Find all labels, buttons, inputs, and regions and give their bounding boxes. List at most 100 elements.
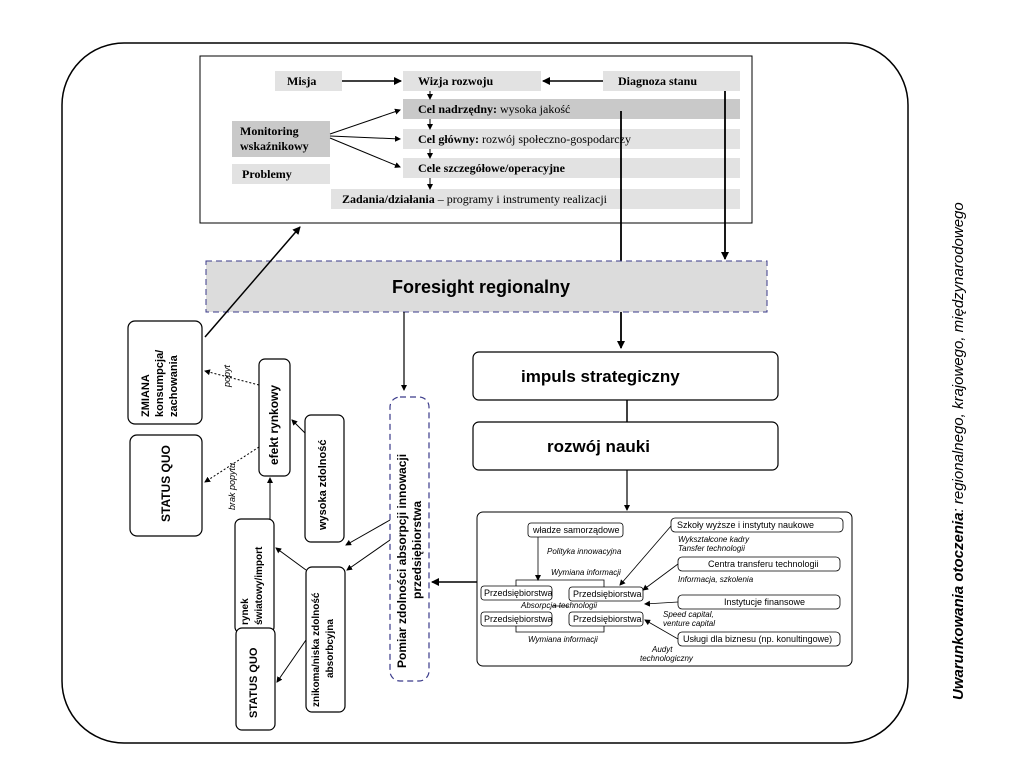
- przeds3-label: Przedsiębiorstwa: [484, 614, 553, 624]
- status-quo-top-box: [129, 434, 203, 537]
- wymiana-top-label: Wymiana informacji: [551, 568, 621, 577]
- cel-nadrzedny-rest: wysoka jakość: [497, 102, 571, 116]
- audyt-label-2: technologiczny: [640, 654, 693, 663]
- monitoring-label-2: wskaźnikowy: [240, 139, 309, 153]
- szkoly-box: [670, 517, 844, 533]
- przeds4-box: [568, 611, 644, 627]
- arrow-efekt-zmiana: [204, 369, 260, 386]
- outer-frame: [61, 42, 909, 744]
- instytucje-label: Instytucje finansowe: [724, 597, 806, 607]
- wladze-box: [527, 522, 624, 538]
- polityka-label: Polityka innowacyjna: [547, 547, 622, 556]
- wymiana-bottom-label: Wymiana informacji: [528, 635, 598, 644]
- przeds-connector: [515, 579, 605, 587]
- cel-nadrzedny-bold: Cel nadrzędny:: [418, 102, 497, 116]
- problemy-label: Problemy: [242, 167, 292, 181]
- diagnoza-bg: [603, 71, 740, 91]
- zadania-bg: [331, 189, 740, 209]
- uslugi-label: Usługi dla biznesu (np. konultingowe): [683, 634, 833, 644]
- nauka-box: [472, 421, 779, 471]
- arrow-znikoma-rynek: [275, 547, 307, 571]
- cel-glowny-bg: [403, 129, 740, 149]
- brak-popytu-label: brak popytu: [227, 462, 237, 510]
- speed-label-2: venture capital: [663, 619, 716, 628]
- wladze-label: władze samorządowe: [533, 525, 620, 535]
- znikoma-label-1: znikoma/niska zdolność: [311, 592, 322, 707]
- cel-nadrzedny-bg: [403, 99, 740, 119]
- status-quo-bottom-label: STATUS QUO: [248, 647, 260, 718]
- status-quo-top-label: STATUS QUO: [159, 445, 173, 522]
- szkoly-label: Szkoły wyższe i instytuty naukowe: [677, 520, 815, 530]
- pomiar-label-2: przedsiębiorstwa: [410, 500, 424, 599]
- cele-szczegolowe-bg: [403, 158, 740, 178]
- cel-nadrzedny-label: Cel nadrzędny: wysoka jakość: [418, 103, 570, 115]
- diagnoza-label: Diagnoza stanu: [618, 74, 698, 88]
- foresight-label: Foresight regionalny: [392, 277, 571, 297]
- znikoma-label-2: absorbcyjna: [325, 619, 336, 678]
- cel-glowny-rest: rozwój społeczno-gospodarczy: [479, 132, 631, 146]
- zmiana-label-3: zachowania: [168, 355, 180, 417]
- rynek-label-2: światowy/import: [254, 546, 265, 625]
- przeds1-box: [480, 585, 553, 601]
- arrow-znikoma-statusquo: [276, 639, 307, 683]
- impuls-box: [472, 351, 779, 401]
- przeds4-label: Przedsiębiorstwa: [573, 614, 642, 624]
- cele-szczegolowe-label: Cele szczegółowe/operacyjne: [418, 161, 565, 175]
- arrow-pomiar-wysoka: [345, 519, 391, 546]
- przeds2-label: Przedsiębiorstwa: [573, 589, 642, 599]
- problemy-bg: [232, 164, 330, 184]
- arrow-efekt-statusquo: [204, 446, 260, 483]
- znikoma-box: [305, 566, 346, 713]
- centra-label: Centra transferu technologii: [708, 559, 819, 569]
- wizja-label: Wizja rozwoju: [418, 74, 494, 88]
- arrow-zmiana-planning: [204, 226, 301, 338]
- wizja-bg: [403, 71, 541, 91]
- przeds1-label: Przedsiębiorstwa: [484, 588, 553, 598]
- monitoring-label-1: Monitoring: [240, 124, 299, 138]
- kadry-label-1: Wykształcone kadry: [678, 535, 750, 544]
- przeds3-box: [480, 611, 553, 627]
- informacja-label: Informacja, szkolenia: [678, 575, 754, 584]
- pomiar-box: [389, 396, 430, 682]
- pomiar-label-1: Pomiar zdolności absorpcji innowacji: [395, 453, 409, 668]
- zadania-bold: Zadania/działania: [342, 192, 435, 206]
- arrow-wysoka-efekt: [291, 419, 306, 434]
- cel-glowny-label: Cel główny: rozwój społeczno-gospodarczy: [418, 133, 631, 145]
- zmiana-label-2: konsumpcja/: [154, 349, 166, 417]
- popyt-label: popyt: [222, 364, 232, 387]
- rynek-label-1: rynek: [240, 598, 251, 625]
- arrow-monitoring-3: [329, 137, 401, 168]
- arrow-szkoly-przeds: [619, 525, 672, 586]
- side-caption-rest: : regionalnego, krajowego, międzynarodow…: [950, 202, 967, 513]
- przeds2-box: [568, 586, 644, 602]
- impuls-label: impuls strategiczny: [521, 367, 680, 386]
- foresight-band: [205, 260, 768, 313]
- zmiana-label-1: ZMIANA: [140, 374, 152, 417]
- zmiana-box: [127, 320, 203, 425]
- side-caption-bold: Uwarunkowania otoczenia: [950, 512, 967, 700]
- wysoka-zdolnosc-box: [304, 414, 345, 543]
- side-caption: Uwarunkowania otoczenia: regionalnego, k…: [950, 202, 967, 700]
- network-box: [476, 511, 853, 667]
- wysoka-zdolnosc-label: wysoka zdolność: [317, 439, 329, 530]
- efekt-rynkowy-label: efekt rynkowy: [267, 384, 281, 465]
- misja-bg: [275, 71, 342, 91]
- zadania-rest: – programy i instrumenty realizacji: [434, 192, 607, 206]
- monitoring-bg: [232, 121, 330, 157]
- arrow-uslugi-przeds: [644, 619, 679, 640]
- status-quo-bottom-box: [235, 627, 276, 731]
- arrow-pomiar-znikoma: [346, 539, 391, 571]
- przeds-connector-bottom: [515, 626, 605, 633]
- nauka-label: rozwój nauki: [547, 437, 650, 456]
- arrow-centra-przeds: [642, 563, 679, 591]
- misja-label: Misja: [287, 74, 317, 88]
- cel-glowny-bold: Cel główny:: [418, 132, 479, 146]
- efekt-rynkowy-box: [258, 358, 291, 477]
- arrow-instytucje-przeds: [644, 600, 679, 607]
- kadry-label-2: Tansfer technologii: [678, 544, 745, 553]
- arrow-monitoring-2: [329, 135, 401, 142]
- speed-label-1: Speed capital,: [663, 610, 714, 619]
- zadania-label: Zadania/działania – programy i instrumen…: [342, 193, 607, 205]
- audyt-label-1: Audyt: [652, 645, 673, 654]
